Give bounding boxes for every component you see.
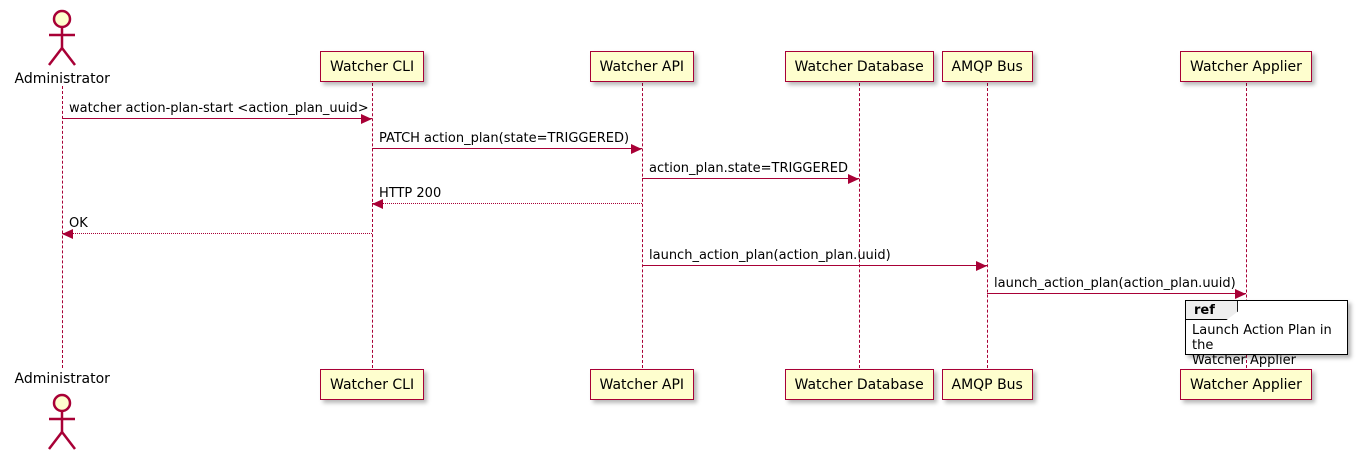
lifeline-watcher_api: [642, 83, 643, 368]
message-arrowhead-3: [848, 174, 859, 184]
participant-watcher_cli-top[interactable]: Watcher CLI: [320, 51, 425, 82]
message-arrowhead-6: [976, 261, 987, 271]
actor-label-administrator-top: Administrator: [14, 71, 110, 87]
message-arrowhead-2: [631, 144, 642, 154]
message-line-3: [642, 178, 859, 179]
ref-fragment-tab-label: ref: [1186, 301, 1238, 320]
lifeline-watcher_db: [859, 83, 860, 368]
message-arrowhead-4: [372, 199, 383, 209]
lifeline-amqp_bus: [987, 83, 988, 368]
message-label-5: OK: [69, 216, 88, 231]
message-label-4: HTTP 200: [379, 186, 442, 201]
message-line-5: [62, 233, 372, 234]
participant-watcher_applier-top[interactable]: Watcher Applier: [1180, 51, 1312, 82]
message-label-6: launch_action_plan(action_plan.uuid): [649, 248, 891, 263]
message-line-6: [642, 265, 987, 266]
ref-fragment-text: Launch Action Plan in the Watcher Applie…: [1192, 323, 1332, 368]
actor-figure-administrator-bottom: [38, 392, 86, 456]
participant-watcher_applier-bottom[interactable]: Watcher Applier: [1180, 369, 1312, 400]
message-line-7: [987, 293, 1246, 294]
message-line-1: [62, 118, 372, 119]
message-line-2: [372, 148, 642, 149]
message-line-4: [372, 203, 642, 204]
participant-watcher_db-bottom[interactable]: Watcher Database: [784, 369, 934, 400]
lifeline-watcher_applier: [1246, 83, 1247, 368]
actor-figure-administrator-top: [38, 8, 86, 74]
actor-label-administrator-bottom: Administrator: [14, 371, 110, 387]
participant-amqp_bus-top[interactable]: AMQP Bus: [941, 51, 1033, 82]
lifeline-watcher_cli: [372, 83, 373, 368]
message-label-3: action_plan.state=TRIGGERED: [649, 161, 848, 176]
message-label-7: launch_action_plan(action_plan.uuid): [994, 276, 1236, 291]
participant-watcher_cli-bottom[interactable]: Watcher CLI: [320, 369, 425, 400]
participant-amqp_bus-bottom[interactable]: AMQP Bus: [941, 369, 1033, 400]
message-label-1: watcher action-plan-start <action_plan_u…: [69, 101, 369, 116]
participant-watcher_db-top[interactable]: Watcher Database: [784, 51, 934, 82]
lifeline-administrator: [62, 86, 63, 368]
message-arrowhead-7: [1235, 289, 1246, 299]
participant-watcher_api-top[interactable]: Watcher API: [589, 51, 695, 82]
message-arrowhead-5: [62, 229, 73, 239]
message-label-2: PATCH action_plan(state=TRIGGERED): [379, 131, 630, 146]
participant-watcher_api-bottom[interactable]: Watcher API: [589, 369, 695, 400]
message-arrowhead-1: [361, 114, 372, 124]
